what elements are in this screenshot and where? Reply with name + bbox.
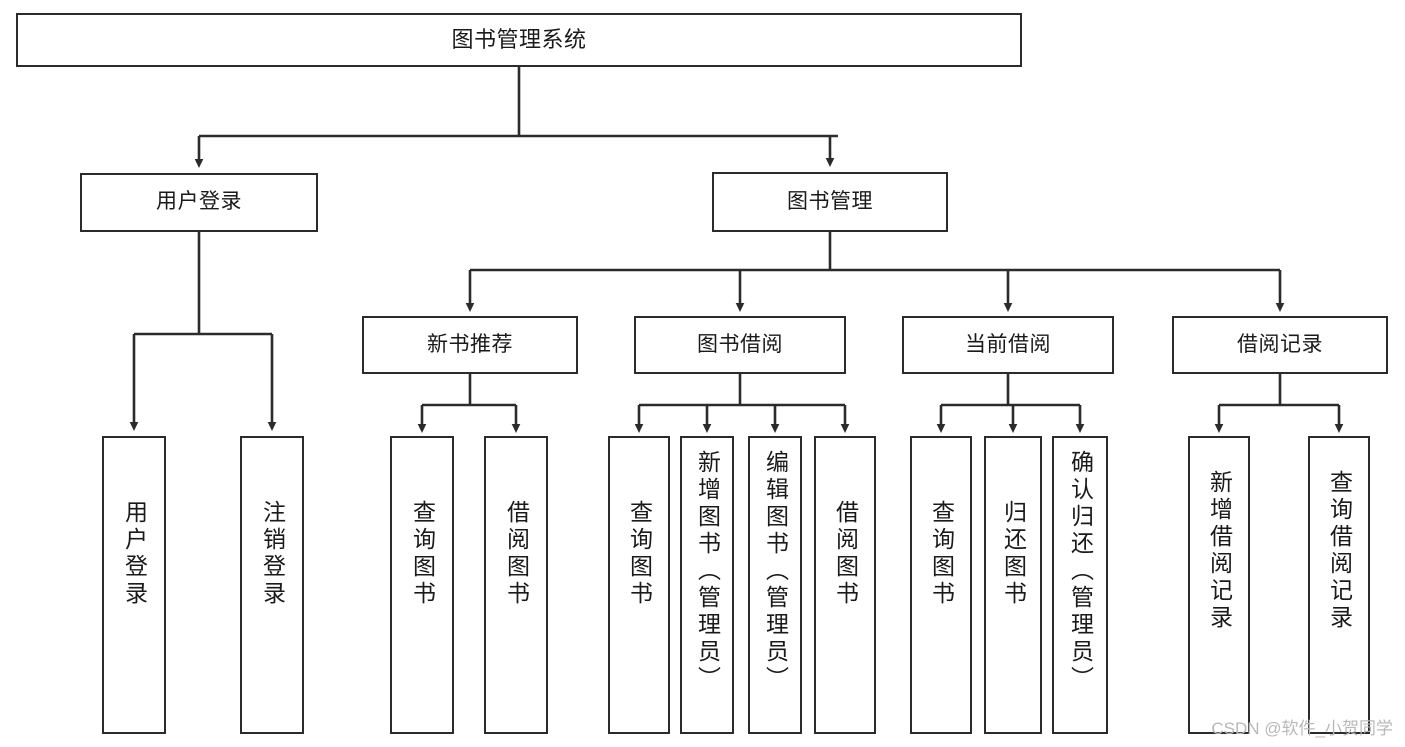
node-level3-new-book-recommend[interactable]: 新书推荐 xyxy=(362,316,578,374)
leaf-node[interactable]: 确认归还（管理员） xyxy=(1052,436,1108,734)
leaf-node[interactable]: 注销登录 xyxy=(240,436,304,734)
leaf-label: 归还图书 xyxy=(1000,500,1027,608)
node-level3-current-borrow[interactable]: 当前借阅 xyxy=(902,316,1114,374)
leaf-node[interactable]: 查询图书 xyxy=(608,436,670,734)
leaf-label: 查询图书 xyxy=(409,500,436,608)
leaf-node[interactable]: 查询借阅记录 xyxy=(1308,436,1370,734)
leaf-label: 新增图书（管理员） xyxy=(694,450,721,693)
node-root[interactable]: 图书管理系统 xyxy=(16,13,1022,67)
node-label: 图书借阅 xyxy=(697,332,783,356)
leaf-label: 确认归还（管理员） xyxy=(1067,450,1094,693)
node-label: 用户登录 xyxy=(156,190,242,214)
leaf-label: 编辑图书（管理员） xyxy=(762,450,789,693)
leaf-label: 借阅图书 xyxy=(503,500,530,608)
leaf-label: 借阅图书 xyxy=(832,500,859,608)
leaf-node[interactable]: 借阅图书 xyxy=(814,436,876,734)
node-label: 借阅记录 xyxy=(1237,332,1323,356)
leaf-node[interactable]: 新增借阅记录 xyxy=(1188,436,1250,734)
leaf-node[interactable]: 查询图书 xyxy=(390,436,454,734)
node-level2-user-login[interactable]: 用户登录 xyxy=(80,173,318,232)
leaf-node[interactable]: 用户登录 xyxy=(102,436,166,734)
leaf-node[interactable]: 新增图书（管理员） xyxy=(680,436,734,734)
leaf-node[interactable]: 归还图书 xyxy=(984,436,1042,734)
leaf-label: 注销登录 xyxy=(259,500,286,608)
leaf-label: 查询图书 xyxy=(626,500,653,608)
node-level3-borrow-records[interactable]: 借阅记录 xyxy=(1172,316,1388,374)
watermark: CSDN @软件_小贺同学 xyxy=(1211,719,1393,738)
leaf-label: 查询图书 xyxy=(928,500,955,608)
leaf-node[interactable]: 查询图书 xyxy=(910,436,972,734)
node-label: 当前借阅 xyxy=(965,332,1051,356)
node-label: 新书推荐 xyxy=(427,332,513,356)
leaf-label: 查询借阅记录 xyxy=(1326,470,1353,632)
leaf-node[interactable]: 编辑图书（管理员） xyxy=(748,436,802,734)
leaf-node[interactable]: 借阅图书 xyxy=(484,436,548,734)
node-level2-book-management[interactable]: 图书管理 xyxy=(712,172,948,232)
node-label: 图书管理系统 xyxy=(451,27,587,53)
node-level3-book-borrow[interactable]: 图书借阅 xyxy=(634,316,846,374)
node-label: 图书管理 xyxy=(787,189,873,213)
leaf-label: 用户登录 xyxy=(121,500,148,608)
leaf-label: 新增借阅记录 xyxy=(1206,470,1233,632)
